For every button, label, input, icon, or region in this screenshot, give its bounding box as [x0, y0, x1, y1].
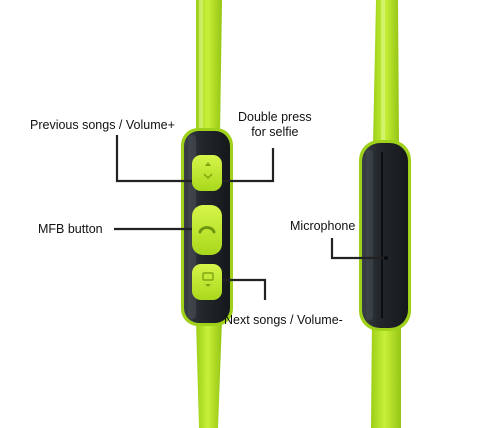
label-microphone: Microphone	[290, 219, 356, 233]
leader-previous	[115, 135, 192, 183]
label-double-press-line2: for selfie	[251, 125, 299, 139]
right-remote-body	[359, 140, 411, 331]
right-cable	[371, 0, 401, 428]
volume-up-button[interactable]	[192, 155, 222, 191]
label-mfb-button: MFB button	[38, 222, 103, 236]
phone-icon	[198, 226, 216, 234]
volume-up-icon	[203, 162, 213, 180]
leader-microphone	[330, 238, 384, 260]
left-cable	[196, 0, 222, 428]
leader-double-press	[222, 148, 275, 183]
volume-down-button[interactable]	[192, 264, 222, 300]
leader-lines	[114, 135, 384, 300]
label-double-press-line1: Double press	[238, 110, 312, 124]
label-next-songs-volume-down: Next songs / Volume-	[224, 313, 343, 327]
microphone-hole-icon	[384, 256, 388, 260]
mfb-button[interactable]	[192, 205, 222, 255]
leader-next	[222, 278, 267, 300]
volume-down-icon	[202, 272, 214, 287]
label-double-press: Double press for selfie	[238, 110, 312, 140]
label-previous-songs-volume-up: Previous songs / Volume+	[30, 118, 175, 132]
